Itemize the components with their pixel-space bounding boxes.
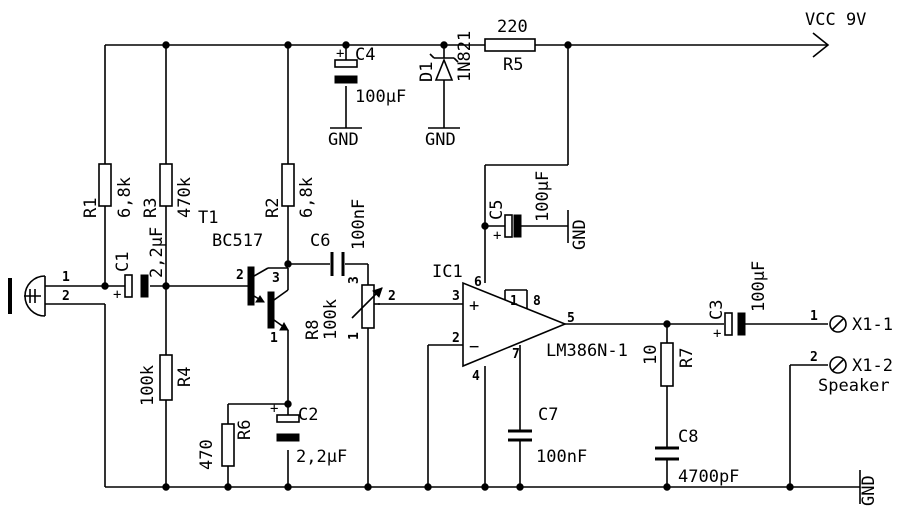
- c4-capacitor: +: [334, 46, 358, 84]
- c3-ref: C3: [707, 300, 727, 320]
- ic1-pin-7: 7: [512, 347, 520, 362]
- c6-ref: C6: [310, 231, 330, 251]
- ic1-pin-3: 3: [452, 289, 460, 304]
- vcc-label: VCC 9V: [805, 10, 866, 30]
- gnd-label-c5: GND: [570, 219, 590, 250]
- microphone-symbol: [8, 275, 46, 317]
- c6-capacitor: [330, 252, 345, 276]
- c8-capacitor: [655, 446, 679, 461]
- c6-value: 100nF: [349, 199, 369, 250]
- r8-ref: R8: [303, 320, 323, 340]
- r6-ref: R6: [235, 420, 255, 440]
- r8-potentiometer: [351, 284, 383, 329]
- svg-text:+: +: [469, 296, 479, 316]
- ic1-pin-6: 6: [474, 275, 482, 290]
- d1-ref: D1: [417, 62, 437, 82]
- d1-zener-diode: [429, 53, 459, 81]
- c3-value: 100µF: [749, 261, 769, 312]
- gnd-label-right: GND: [859, 475, 879, 506]
- r8-pin-3: 3: [347, 276, 362, 284]
- x1-1-label: X1-1: [852, 315, 893, 335]
- r3-resistor: [159, 163, 173, 207]
- c1-value: 2,2µF: [147, 227, 167, 278]
- svg-text:+: +: [270, 401, 278, 417]
- r1-resistor: [98, 163, 112, 207]
- x1-2-pin: 2: [810, 350, 818, 365]
- svg-text:+: +: [113, 287, 121, 303]
- t1-darlington-transistor: [247, 266, 289, 331]
- c2-capacitor: +: [270, 401, 300, 442]
- r5-resistor: [484, 38, 536, 52]
- x1-1-terminal: [829, 315, 847, 333]
- svg-text:+: +: [336, 46, 344, 62]
- c8-value: 4700pF: [678, 467, 739, 487]
- r2-ref: R2: [263, 198, 283, 218]
- svg-text:−: −: [469, 337, 479, 357]
- mic-pin-2: 2: [62, 289, 70, 304]
- r3-ref: R3: [141, 198, 161, 218]
- r6-value: 470: [197, 439, 217, 470]
- r8-pin-1: 1: [347, 332, 362, 340]
- c4-ref: C4: [355, 45, 375, 65]
- r4-resistor: [159, 354, 173, 401]
- r8-pin-2: 2: [388, 289, 396, 304]
- ic1-ref: IC1: [432, 262, 463, 282]
- c7-ref: C7: [538, 405, 558, 425]
- r3-value: 470k: [175, 177, 195, 218]
- c1-capacitor: +: [113, 274, 149, 303]
- mic-pin-1: 1: [62, 270, 70, 285]
- r1-ref: R1: [81, 198, 101, 218]
- svg-text:+: +: [493, 228, 501, 244]
- ic1-pin-5: 5: [567, 311, 575, 326]
- r6-resistor: [221, 423, 235, 467]
- r5-value: 220: [497, 17, 528, 37]
- c7-value: 100nF: [536, 447, 587, 467]
- c1-ref: C1: [113, 252, 133, 272]
- x1-1-pin: 1: [810, 309, 818, 324]
- svg-text:+: +: [713, 326, 721, 342]
- r7-value: 10: [641, 345, 661, 365]
- gnd-label-d1: GND: [425, 130, 456, 150]
- r2-resistor: [281, 163, 295, 207]
- ic1-pin-2: 2: [452, 331, 460, 346]
- c5-ref: C5: [487, 200, 507, 220]
- ic1-value: LM386N-1: [546, 341, 628, 361]
- speaker-label: Speaker: [818, 376, 890, 396]
- r1-value: 6,8k: [115, 177, 135, 218]
- c8-ref: C8: [678, 427, 698, 447]
- t1-pin-3: 3: [272, 271, 280, 286]
- r5-ref: R5: [503, 55, 523, 75]
- ic1-pin-8: 8: [533, 294, 541, 309]
- r8-value: 100k: [321, 299, 341, 340]
- r4-value: 100k: [138, 365, 158, 406]
- t1-value: BC517: [212, 231, 263, 251]
- c4-value: 100µF: [355, 87, 406, 107]
- junctions: [101, 41, 794, 491]
- ic1-pin-1: 1: [510, 294, 518, 309]
- ic1-pin-4: 4: [472, 369, 480, 384]
- c2-value: 2,2µF: [296, 447, 347, 467]
- x1-2-terminal: [829, 356, 847, 374]
- x1-2-label: X1-2: [852, 356, 893, 376]
- r4-ref: R4: [175, 367, 195, 387]
- c3-capacitor: +: [713, 312, 746, 342]
- d1-value: 1N821: [455, 31, 475, 82]
- t1-pin-1: 1: [270, 331, 278, 346]
- r7-ref: R7: [677, 348, 697, 368]
- gnd-label-c4: GND: [328, 130, 359, 150]
- ic1-opamp: + −: [462, 281, 568, 368]
- c2-ref: C2: [298, 405, 318, 425]
- r7-resistor: [660, 342, 674, 387]
- t1-pin-2: 2: [236, 268, 244, 283]
- c5-value: 100µF: [533, 171, 553, 222]
- r2-value: 6,8k: [297, 177, 317, 218]
- t1-ref: T1: [198, 208, 218, 228]
- vcc-arrow: [812, 32, 830, 58]
- c7-capacitor: [508, 429, 532, 442]
- c5-capacitor: +: [493, 214, 522, 244]
